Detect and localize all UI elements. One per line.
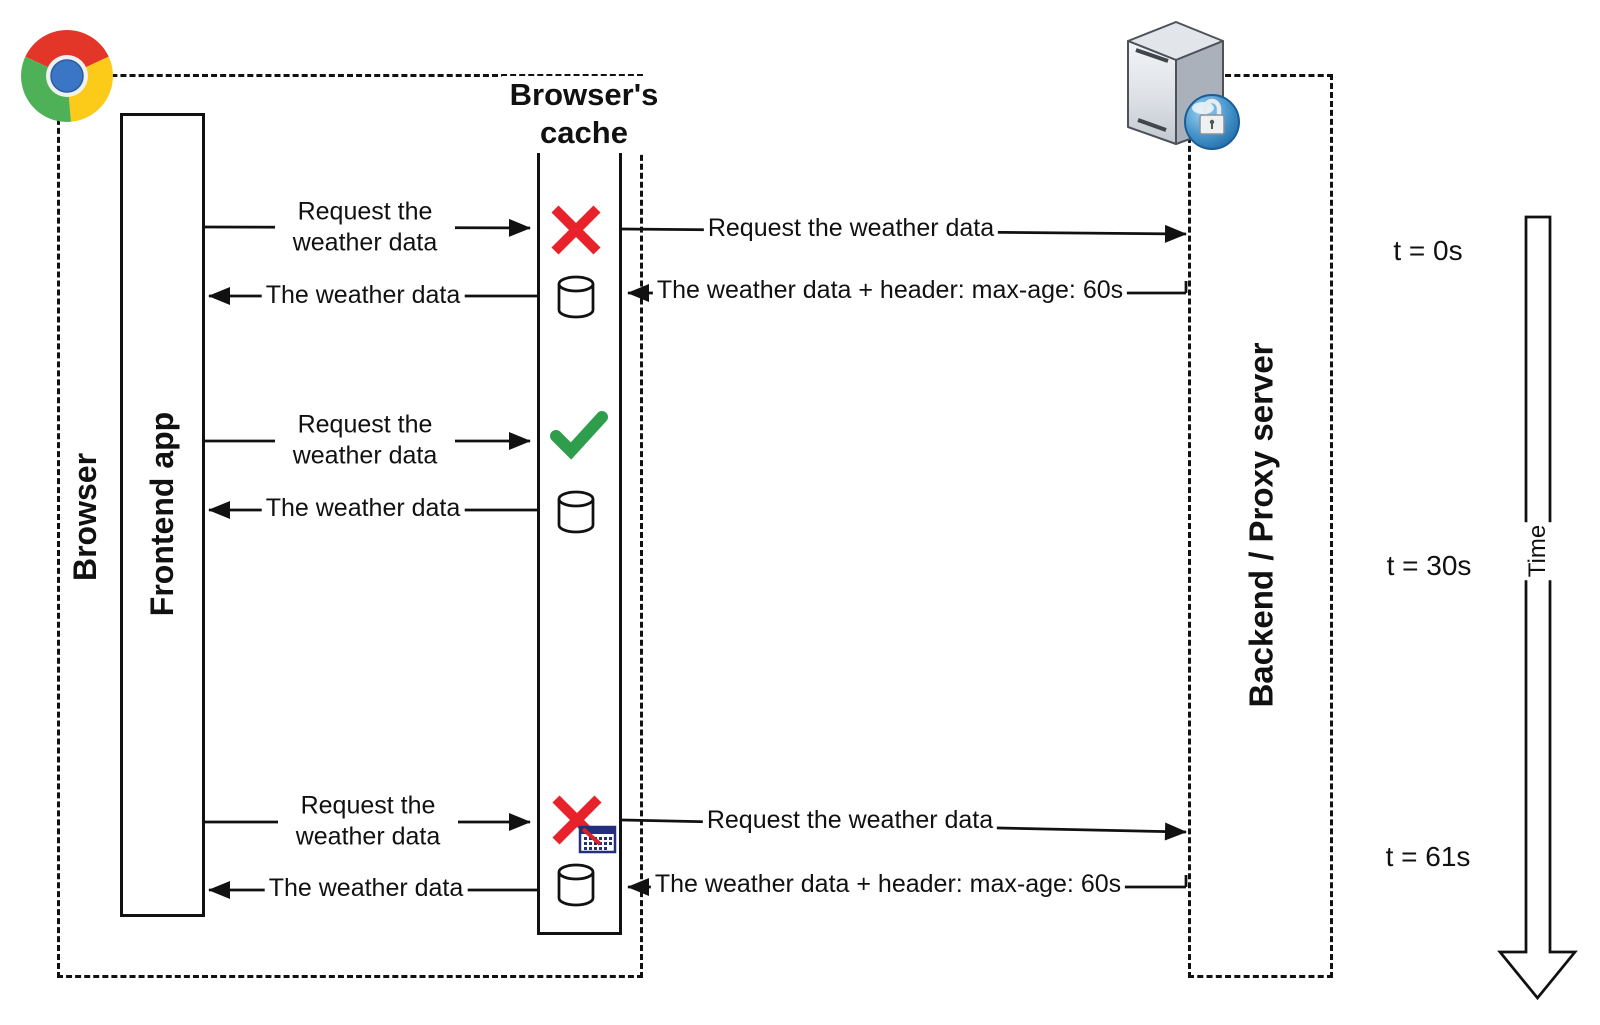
time-marker-61s: t = 61s	[1382, 841, 1474, 873]
database-icon-row2	[557, 490, 595, 534]
msg-row3-frontend-response: The weather data	[264, 871, 468, 905]
cache-heading: Browser's cache	[501, 76, 667, 153]
browser-label: Browser	[67, 446, 103, 588]
database-icon-row3	[557, 863, 595, 907]
time-marker-0s: t = 0s	[1390, 235, 1466, 267]
expired-calendar-icon	[578, 825, 617, 854]
server-icon	[1127, 21, 1240, 150]
browser-lifeline-box	[57, 74, 643, 978]
msg-row3-frontend-request: Request the weather data	[278, 789, 458, 853]
time-axis-label: Time	[1523, 521, 1553, 581]
backend-proxy-label: Backend / Proxy server	[1243, 336, 1280, 714]
msg-row1-backend-response: The weather data + header: max-age: 60s	[652, 273, 1128, 307]
lock-globe-icon	[1184, 94, 1240, 150]
frontend-app-label: Frontend app	[144, 405, 180, 623]
msg-row3-backend-response: The weather data + header: max-age: 60s	[650, 867, 1126, 901]
cache-hit-icon	[550, 411, 608, 460]
time-axis-arrow	[1497, 215, 1578, 1001]
msg-row3-backend-request: Request the weather data	[702, 803, 998, 837]
backend-lifeline-box	[1188, 74, 1333, 978]
cache-miss-icon	[551, 205, 601, 255]
chrome-icon	[21, 30, 113, 122]
msg-row1-frontend-request: Request the weather data	[275, 195, 455, 259]
cache-heading-line2: cache	[540, 115, 628, 151]
msg-row1-backend-request: Request the weather data	[703, 211, 999, 245]
cache-expired-icon	[552, 795, 617, 854]
database-icon-row1	[557, 275, 595, 319]
cache-heading-line1: Browser's	[509, 77, 659, 112]
msg-row1-frontend-response: The weather data	[261, 278, 465, 312]
time-marker-30s: t = 30s	[1383, 550, 1475, 582]
msg-row2-frontend-request: Request the weather data	[275, 408, 455, 472]
msg-row2-frontend-response: The weather data	[261, 491, 465, 525]
